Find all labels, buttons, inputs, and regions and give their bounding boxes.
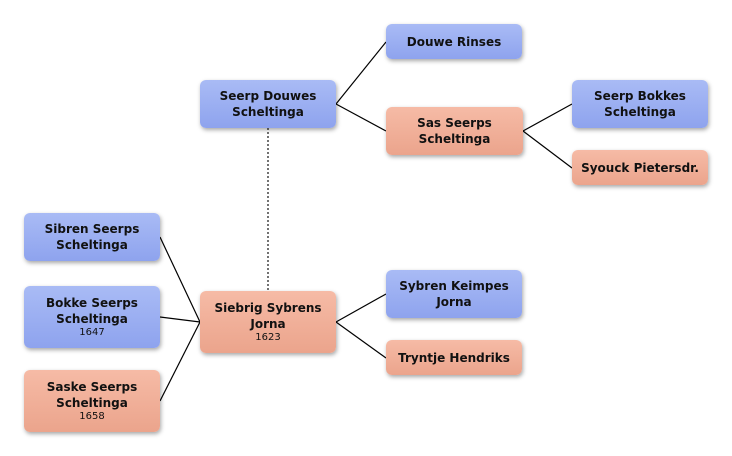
person-seerp-douwes[interactable]: Seerp Douwes Scheltinga (200, 80, 336, 128)
link-child-saske (159, 321, 201, 402)
link-seerp-douwes-mother (335, 103, 387, 132)
person-name: Bokke Seerps Scheltinga (46, 296, 138, 326)
person-name: Sas Seerps Scheltinga (417, 116, 492, 146)
person-year: 1658 (79, 411, 105, 422)
person-name: Sibren Seerps Scheltinga (44, 222, 140, 252)
link-sas-seerps-father (522, 103, 573, 132)
person-bokke-seerps[interactable]: Bokke Seerps Scheltinga 1647 (24, 286, 160, 348)
person-sas-seerps[interactable]: Sas Seerps Scheltinga (386, 107, 523, 155)
link-sas-seerps-mother (522, 130, 573, 169)
person-name: Douwe Rinses (406, 34, 502, 49)
person-siebrig-sybrens[interactable]: Siebrig Sybrens Jorna 1623 (200, 291, 336, 353)
link-child-sibren (159, 236, 201, 323)
person-saske-seerps[interactable]: Saske Seerps Scheltinga 1658 (24, 370, 160, 432)
person-syouck-pietersdr[interactable]: Syouck Pietersdr. (572, 150, 708, 185)
person-sybren-keimpes[interactable]: Sybren Keimpes Jorna (386, 270, 522, 318)
person-sibren-seerps[interactable]: Sibren Seerps Scheltinga (24, 213, 160, 261)
person-name: Siebrig Sybrens Jorna (214, 301, 322, 331)
person-name: Tryntje Hendriks (398, 350, 510, 365)
link-siebrig-father (335, 293, 387, 323)
person-tryntje-hendriks[interactable]: Tryntje Hendriks (386, 340, 522, 375)
person-name: Seerp Douwes Scheltinga (219, 89, 317, 119)
person-name: Syouck Pietersdr. (581, 160, 699, 175)
link-child-bokke (159, 316, 201, 323)
person-name: Seerp Bokkes Scheltinga (594, 89, 686, 119)
person-year: 1623 (255, 332, 281, 343)
person-seerp-bokkes[interactable]: Seerp Bokkes Scheltinga (572, 80, 708, 128)
person-year: 1647 (79, 327, 105, 338)
person-douwe-rinses[interactable]: Douwe Rinses (386, 24, 522, 59)
link-siebrig-mother (335, 321, 387, 359)
person-name: Saske Seerps Scheltinga (46, 380, 138, 410)
person-name: Sybren Keimpes Jorna (399, 279, 509, 309)
link-seerp-douwes-father (335, 41, 387, 105)
